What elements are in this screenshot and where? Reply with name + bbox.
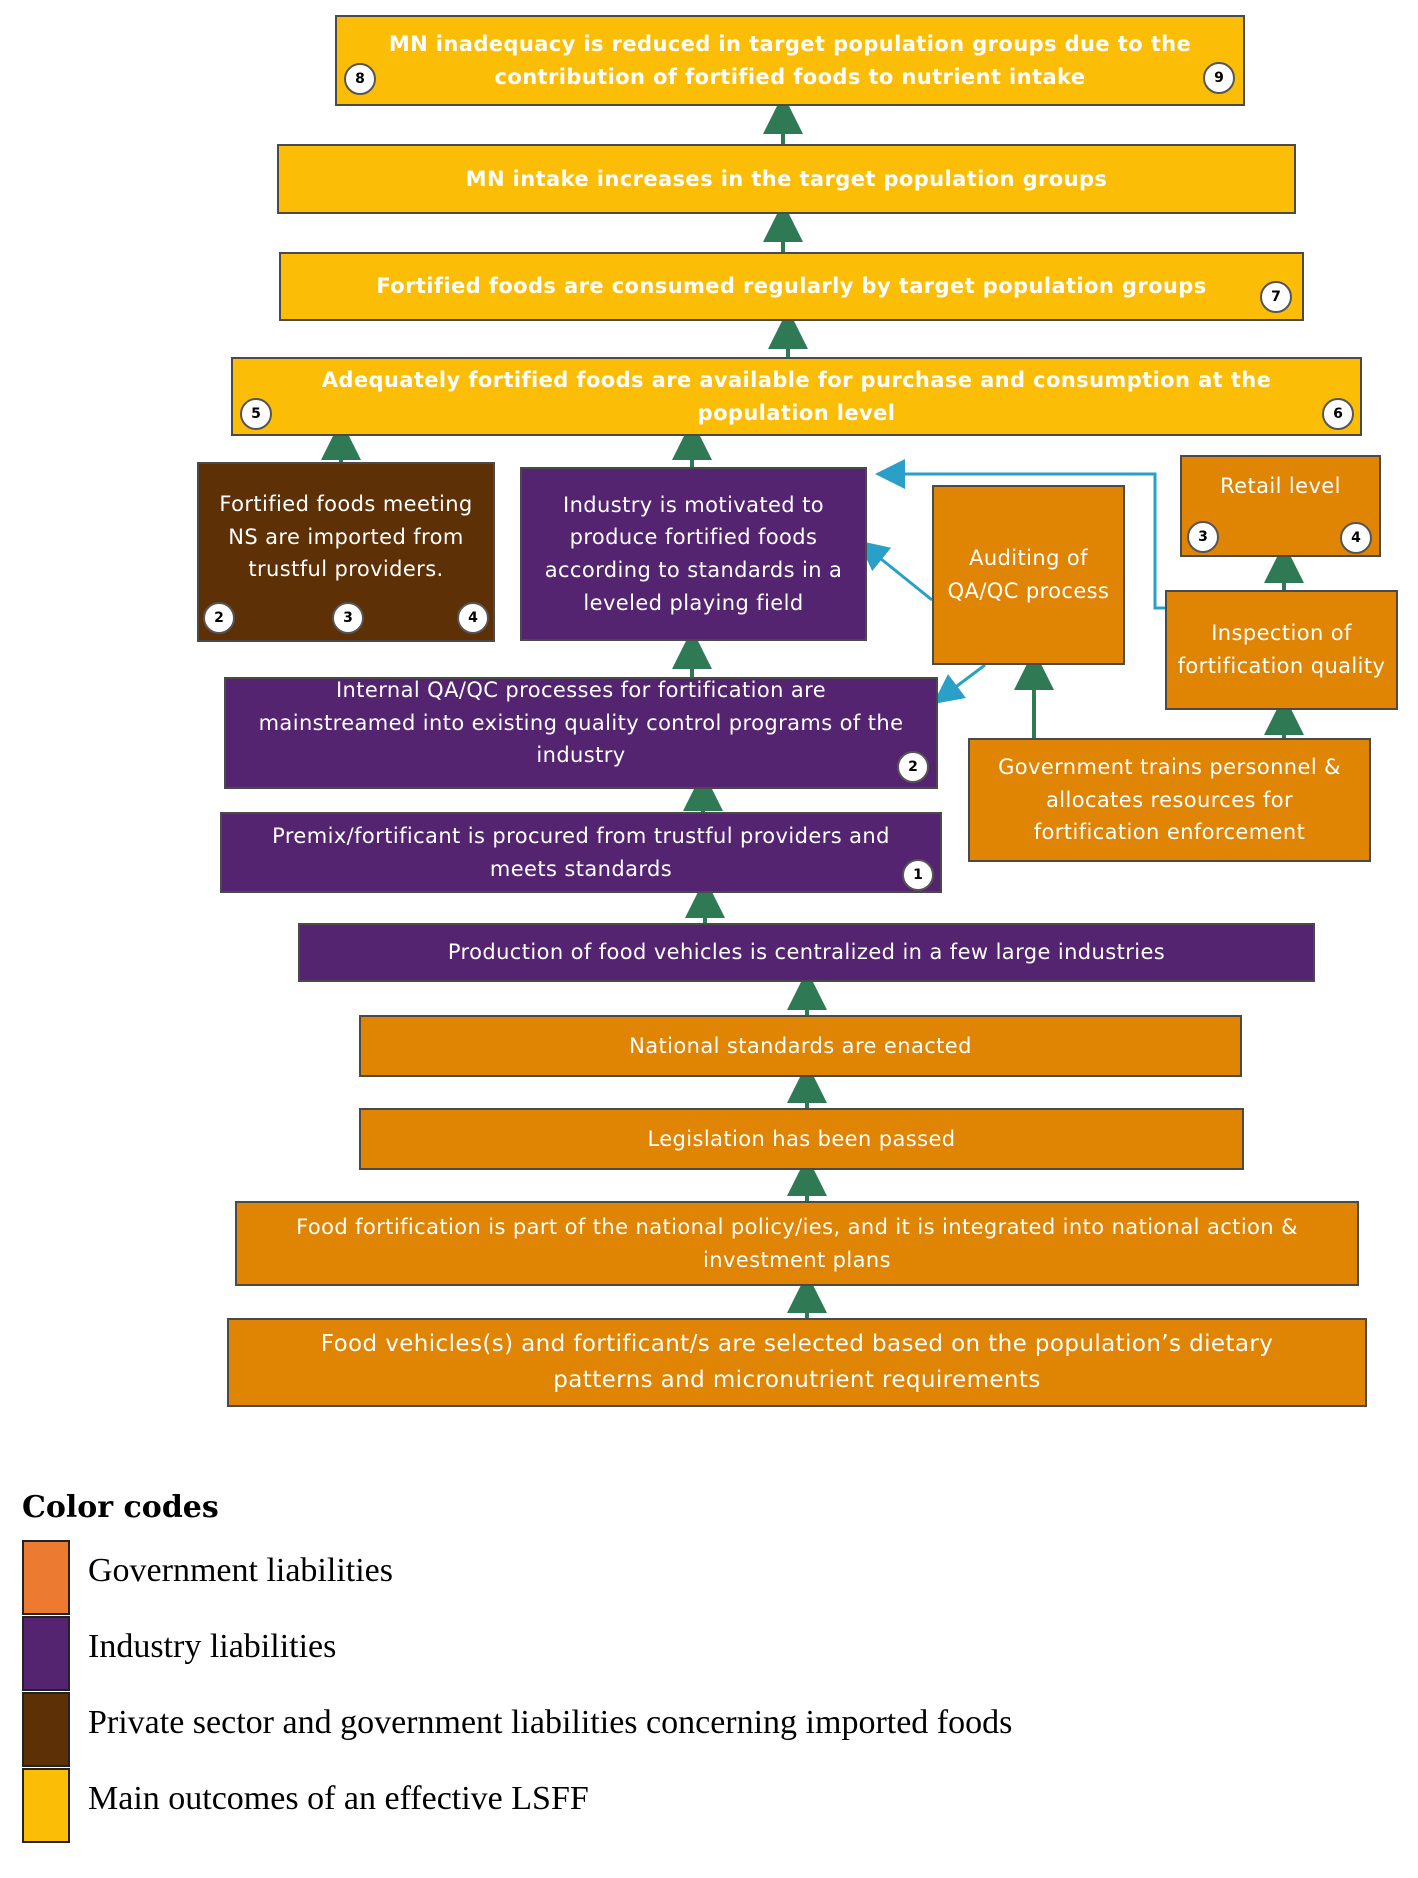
box-national-standards: National standards are enacted	[359, 1015, 1242, 1077]
box-food-vehicles-selected-text: Food vehicles(s) and fortificant/s are s…	[320, 1330, 1274, 1393]
box-national-policy: Food fortification is part of the nation…	[235, 1201, 1359, 1286]
outcome-foods-consumed-regularly: Fortified foods are consumed regularly b…	[279, 252, 1304, 321]
box-national-policy-text: Food fortification is part of the nation…	[296, 1214, 1298, 1272]
badge-qaqc-2: 2	[897, 751, 929, 783]
box-government-trains: Government trains personnel & allocates …	[968, 738, 1371, 862]
box-premix-procured: Premix/fortificant is procured from trus…	[220, 812, 942, 893]
box-premix-procured-text: Premix/fortificant is procured from trus…	[272, 823, 890, 881]
box-auditing-qaqc: Auditing of QA/QC process	[932, 485, 1125, 665]
outcome-mn-inadequacy-reduced: MN inadequacy is reduced in target popul…	[335, 15, 1245, 106]
box-legislation-passed-text: Legislation has been passed	[647, 1126, 956, 1151]
legend-label-outcomes: Main outcomes of an effective LSFF	[88, 1780, 589, 1817]
badge-premix-1: 1	[902, 859, 934, 891]
legend-swatch-government	[22, 1540, 70, 1615]
box-legislation-passed: Legislation has been passed	[359, 1108, 1244, 1170]
outcome-mn-inadequacy-reduced-text: MN inadequacy is reduced in target popul…	[388, 31, 1192, 89]
legend-label-imported: Private sector and government liabilitie…	[88, 1704, 1013, 1741]
badge-9: 9	[1203, 62, 1235, 94]
box-inspection-quality: Inspection of fortification quality	[1165, 590, 1398, 710]
legend-label-government: Government liabilities	[88, 1552, 393, 1589]
arrow-inspection-to-motivated	[875, 459, 1165, 610]
box-retail-level-text: Retail level	[1220, 473, 1341, 498]
box-food-vehicles-selected: Food vehicles(s) and fortificant/s are s…	[227, 1318, 1367, 1407]
badge-imported-4: 4	[457, 602, 489, 634]
arrow-auditing-to-motivated	[858, 540, 933, 602]
legend-swatch-outcomes	[22, 1768, 70, 1843]
badge-8: 8	[344, 63, 376, 95]
box-imported-foods: Fortified foods meeting NS are imported …	[197, 462, 495, 642]
box-internal-qaqc-text: Internal QA/QC processes for fortificati…	[258, 678, 904, 768]
outcome-foods-consumed-regularly-text: Fortified foods are consumed regularly b…	[376, 274, 1207, 299]
outcome-mn-intake-increases: MN intake increases in the target popula…	[277, 144, 1296, 214]
box-internal-qaqc: Internal QA/QC processes for fortificati…	[224, 677, 938, 789]
badge-7: 7	[1260, 281, 1292, 313]
outcome-foods-available-text: Adequately fortified foods are available…	[321, 367, 1272, 425]
box-production-centralized-text: Production of food vehicles is centraliz…	[447, 940, 1166, 965]
box-industry-motivated-text: Industry is motivated to produce fortifi…	[544, 492, 843, 615]
badge-retail-3: 3	[1187, 521, 1219, 553]
legend-label-industry: Industry liabilities	[88, 1628, 337, 1665]
legend-title: Color codes	[22, 1490, 219, 1525]
legend-swatch-industry	[22, 1616, 70, 1691]
badge-imported-2: 2	[203, 602, 235, 634]
badge-5: 5	[240, 398, 272, 430]
outcome-foods-available: Adequately fortified foods are available…	[231, 357, 1362, 436]
box-production-centralized: Production of food vehicles is centraliz…	[298, 923, 1315, 982]
arrow-auditing-to-qaqc	[933, 663, 986, 704]
box-inspection-quality-text: Inspection of fortification quality	[1177, 621, 1386, 678]
badge-6: 6	[1322, 398, 1354, 430]
box-auditing-qaqc-text: Auditing of QA/QC process	[947, 546, 1110, 603]
box-national-standards-text: National standards are enacted	[629, 1033, 972, 1058]
box-government-trains-text: Government trains personnel & allocates …	[998, 755, 1341, 845]
box-industry-motivated: Industry is motivated to produce fortifi…	[520, 467, 867, 641]
outcome-mn-intake-increases-text: MN intake increases in the target popula…	[465, 166, 1108, 191]
badge-imported-3: 3	[332, 602, 364, 634]
legend-swatch-imported	[22, 1692, 70, 1767]
box-imported-foods-text: Fortified foods meeting NS are imported …	[219, 492, 473, 582]
badge-retail-4: 4	[1340, 522, 1372, 554]
